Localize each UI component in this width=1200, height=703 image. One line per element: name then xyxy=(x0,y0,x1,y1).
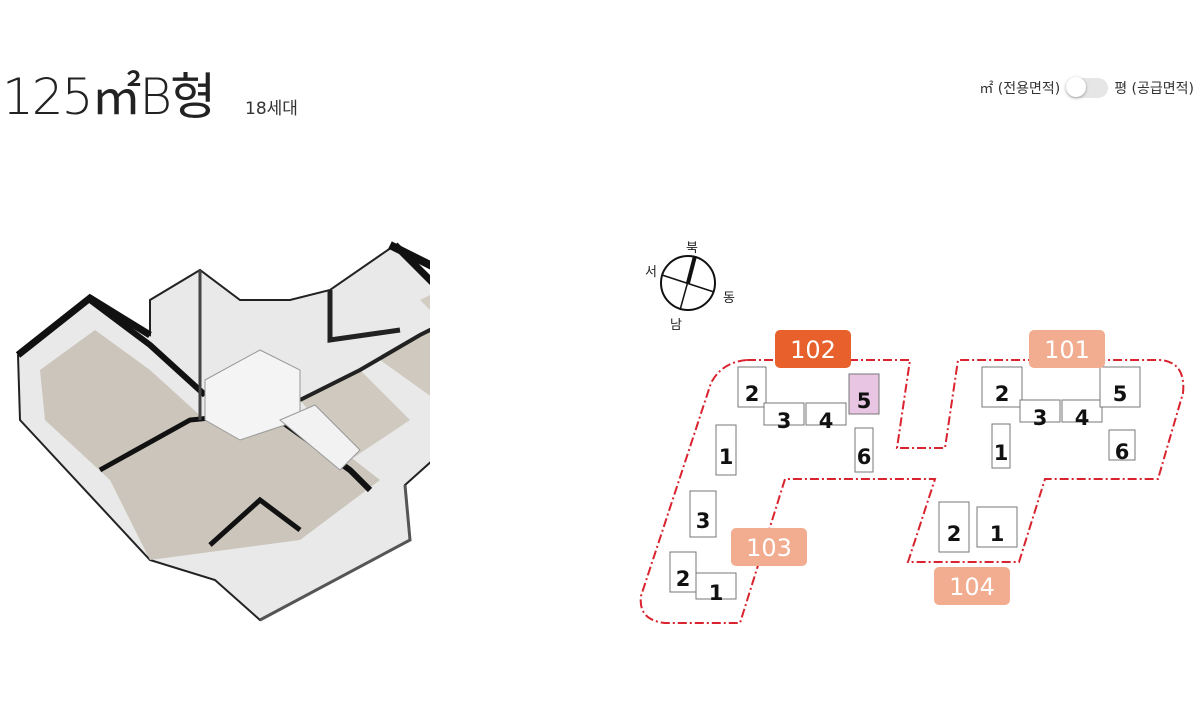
area-unit-toggle: ㎡ (전용면적) 평 (공급면적) xyxy=(979,77,1194,98)
line-number: 3 xyxy=(696,509,711,533)
building-footprint xyxy=(737,366,767,408)
building-footprint xyxy=(991,423,1011,469)
unit-type-title: 125㎡B형 xyxy=(2,68,216,126)
building-footprint xyxy=(854,427,874,473)
building-101-line-4[interactable]: 4 xyxy=(1061,399,1103,430)
line-number: 1 xyxy=(994,441,1009,465)
building-102-line-5[interactable]: 5 xyxy=(848,373,880,415)
building-104-badge[interactable]: 104 xyxy=(934,567,1010,605)
building-102-line-1[interactable]: 1 xyxy=(715,424,737,476)
building-102-line-3[interactable]: 3 xyxy=(763,402,805,433)
compass-circle-icon xyxy=(660,255,716,311)
line-number: 5 xyxy=(857,389,872,413)
svg-text:103: 103 xyxy=(746,534,792,562)
unit-count: 18세대 xyxy=(245,99,298,119)
building-footprint xyxy=(689,490,717,538)
compass-south: 남 xyxy=(670,318,682,333)
building-104-line-2[interactable]: 2 xyxy=(938,501,970,553)
compass-north: 북 xyxy=(686,241,698,256)
line-number: 1 xyxy=(990,522,1005,546)
compass-ew-line xyxy=(661,274,715,293)
building-103-line-2[interactable]: 2 xyxy=(669,551,697,593)
line-number: 2 xyxy=(995,382,1010,406)
building-104-line-1[interactable]: 1 xyxy=(976,506,1018,548)
building-101-line-2[interactable]: 2 xyxy=(981,366,1023,408)
area-unit-switch[interactable] xyxy=(1066,77,1109,98)
building-103-line-1[interactable]: 1 xyxy=(695,572,737,605)
line-number: 3 xyxy=(777,409,792,433)
building-footprint xyxy=(976,506,1018,548)
building-102-line-6[interactable]: 6 xyxy=(854,427,874,473)
building-footprint xyxy=(1019,399,1061,423)
building-101-line-5[interactable]: 5 xyxy=(1099,366,1141,408)
building-footprint xyxy=(763,402,805,426)
building-102-badge[interactable]: 102 xyxy=(775,330,851,368)
building-footprint xyxy=(695,572,737,600)
line-number: 1 xyxy=(719,445,734,469)
line-number: 3 xyxy=(1033,406,1048,430)
sqm-label[interactable]: ㎡ (전용면적) xyxy=(979,81,1061,97)
building-footprint xyxy=(1061,399,1103,423)
building-101-badge[interactable]: 101 xyxy=(1029,330,1105,368)
line-number: 2 xyxy=(745,382,760,406)
line-number: 6 xyxy=(1115,440,1130,464)
compass-north-needle-icon xyxy=(686,255,697,284)
building-footprint xyxy=(805,402,847,426)
building-footprint xyxy=(848,373,880,415)
line-number: 6 xyxy=(857,445,872,469)
line-number: 1 xyxy=(709,581,724,605)
line-number: 4 xyxy=(1075,406,1090,430)
building-footprint xyxy=(981,366,1023,408)
svg-text:101: 101 xyxy=(1044,336,1090,364)
floor-plan-image xyxy=(15,241,430,622)
line-number: 2 xyxy=(676,567,691,591)
building-101-line-1[interactable]: 1 xyxy=(991,423,1011,469)
switch-knob xyxy=(1066,77,1087,97)
building-102-line-2[interactable]: 2 xyxy=(737,366,767,408)
building-103-line-3[interactable]: 3 xyxy=(689,490,717,538)
compass: 북 서 동 남 xyxy=(645,241,735,333)
svg-text:102: 102 xyxy=(790,336,836,364)
line-number: 5 xyxy=(1113,382,1128,406)
line-number: 4 xyxy=(819,409,834,433)
pyeong-label[interactable]: 평 (공급면적) xyxy=(1114,81,1194,97)
building-footprint xyxy=(715,424,737,476)
building-102-line-4[interactable]: 4 xyxy=(805,402,847,433)
site-boundary xyxy=(639,359,1185,624)
svg-text:104: 104 xyxy=(949,573,995,601)
building-footprint xyxy=(938,501,970,553)
building-footprint xyxy=(1099,366,1141,408)
building-101-line-6[interactable]: 6 xyxy=(1108,429,1136,464)
building-101-line-3[interactable]: 3 xyxy=(1019,399,1061,430)
building-footprint xyxy=(669,551,697,593)
building-footprint xyxy=(1108,429,1136,461)
compass-west: 서 xyxy=(645,265,657,280)
building-103-badge[interactable]: 103 xyxy=(731,528,807,566)
line-number: 2 xyxy=(947,522,962,546)
compass-east: 동 xyxy=(723,291,735,306)
